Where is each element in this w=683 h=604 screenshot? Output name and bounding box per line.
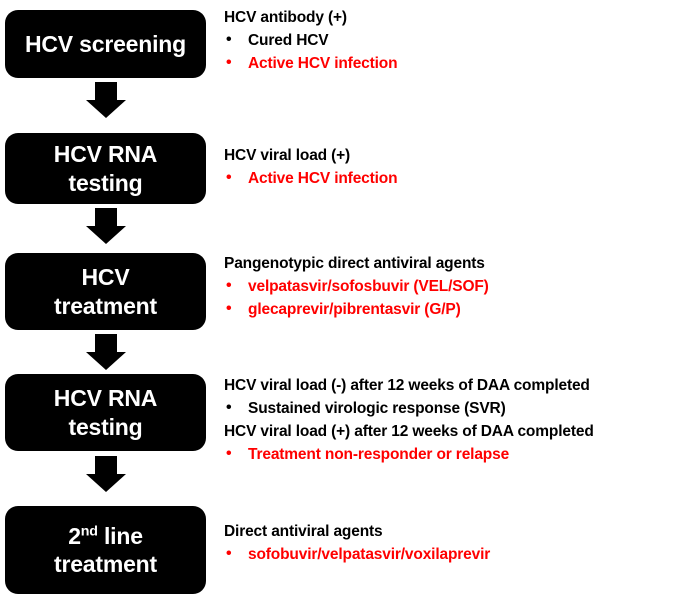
process-box-hcv-rna-testing-1[interactable]: HCV RNA testing <box>5 133 206 204</box>
arrow-treatment-to-rna2 <box>86 334 126 370</box>
annotation-bullet: Active HCV infection <box>224 166 683 190</box>
down-arrow-icon <box>86 456 126 492</box>
process-box-label-line2: treatment <box>53 551 157 577</box>
annotation-heading: HCV viral load (+) <box>224 147 351 164</box>
annotation-bullet: Cured HCV <box>224 28 683 52</box>
annotation-bullet-list: velpatasvir/sofosbuvir (VEL/SOF) glecapr… <box>224 274 683 321</box>
annotation-bullet: glecaprevir/pibrentasvir (G/P) <box>224 297 683 321</box>
annotation-bullet: Treatment non-responder or relapse <box>224 442 683 466</box>
arrow-rna2-to-secondline <box>86 456 126 492</box>
flow-step-5: 2nd line treatment Direct antiviral agen… <box>0 506 683 594</box>
process-box-label-line2: testing <box>68 413 143 440</box>
annotation-bullet: velpatasvir/sofosbuvir (VEL/SOF) <box>224 274 683 298</box>
process-box-label: HCV screening <box>24 30 186 57</box>
annotation-bullet-list-secondary: Treatment non-responder or relapse <box>224 442 683 466</box>
annotation-block-4: HCV viral load (-) after 12 weeks of DAA… <box>224 374 683 466</box>
annotation-bullet-list: sofobuvir/velpatasvir/voxilaprevir <box>224 542 683 566</box>
annotation-block-5: Direct antiviral agents sofobuvir/velpat… <box>224 520 683 566</box>
process-box-label-line1: HCV RNA <box>53 385 158 412</box>
annotation-bullet: Sustained virologic response (SVR) <box>224 396 683 420</box>
annotation-heading: HCV antibody (+) <box>224 9 347 26</box>
process-box-hcv-treatment[interactable]: HCV treatment <box>5 253 206 330</box>
down-arrow-icon <box>86 208 126 244</box>
arrow-rna-to-treatment <box>86 208 126 244</box>
process-box-label-line1-rest: line <box>97 522 143 549</box>
flow-step-3: HCV treatment Pangenotypic direct antivi… <box>0 253 683 330</box>
annotation-bullet-list: Cured HCV Active HCV infection <box>224 28 683 75</box>
process-box-label-line1: 2nd line <box>68 522 143 550</box>
down-arrow-icon <box>86 334 126 370</box>
annotation-block-1: HCV antibody (+) Cured HCV Active HCV in… <box>224 6 683 75</box>
down-arrow-icon <box>86 82 126 118</box>
process-box-hcv-screening[interactable]: HCV screening <box>5 10 206 78</box>
process-box-label-ordinal-suffix: nd <box>80 523 98 540</box>
annotation-heading: Direct antiviral agents <box>224 523 383 540</box>
process-box-hcv-rna-testing-2[interactable]: HCV RNA testing <box>5 374 206 451</box>
annotation-heading: Pangenotypic direct antiviral agents <box>224 255 485 272</box>
flow-step-4: HCV RNA testing HCV viral load (-) after… <box>0 374 683 465</box>
annotation-bullet: sofobuvir/velpatasvir/voxilaprevir <box>224 542 683 566</box>
process-box-label-line1: HCV RNA <box>53 141 158 168</box>
flow-step-1: HCV screening HCV antibody (+) Cured HCV… <box>0 9 683 78</box>
process-box-label-line2: testing <box>68 169 143 196</box>
flow-step-2: HCV RNA testing HCV viral load (+) Activ… <box>0 133 683 204</box>
process-box-label-line1-number: 2 <box>68 522 81 549</box>
annotation-heading: HCV viral load (-) after 12 weeks of DAA… <box>224 377 590 394</box>
arrow-screening-to-rna <box>86 82 126 118</box>
process-box-label-line2: treatment <box>53 292 157 319</box>
annotation-block-2: HCV viral load (+) Active HCV infection <box>224 144 683 190</box>
process-box-second-line-treatment[interactable]: 2nd line treatment <box>5 506 206 594</box>
annotation-block-3: Pangenotypic direct antiviral agents vel… <box>224 252 683 321</box>
process-box-label-line1: HCV <box>81 264 130 291</box>
annotation-bullet-list: Active HCV infection <box>224 166 683 190</box>
annotation-heading-secondary: HCV viral load (+) after 12 weeks of DAA… <box>224 423 594 440</box>
annotation-bullet: Active HCV infection <box>224 51 683 75</box>
annotation-bullet-list: Sustained virologic response (SVR) <box>224 396 683 420</box>
